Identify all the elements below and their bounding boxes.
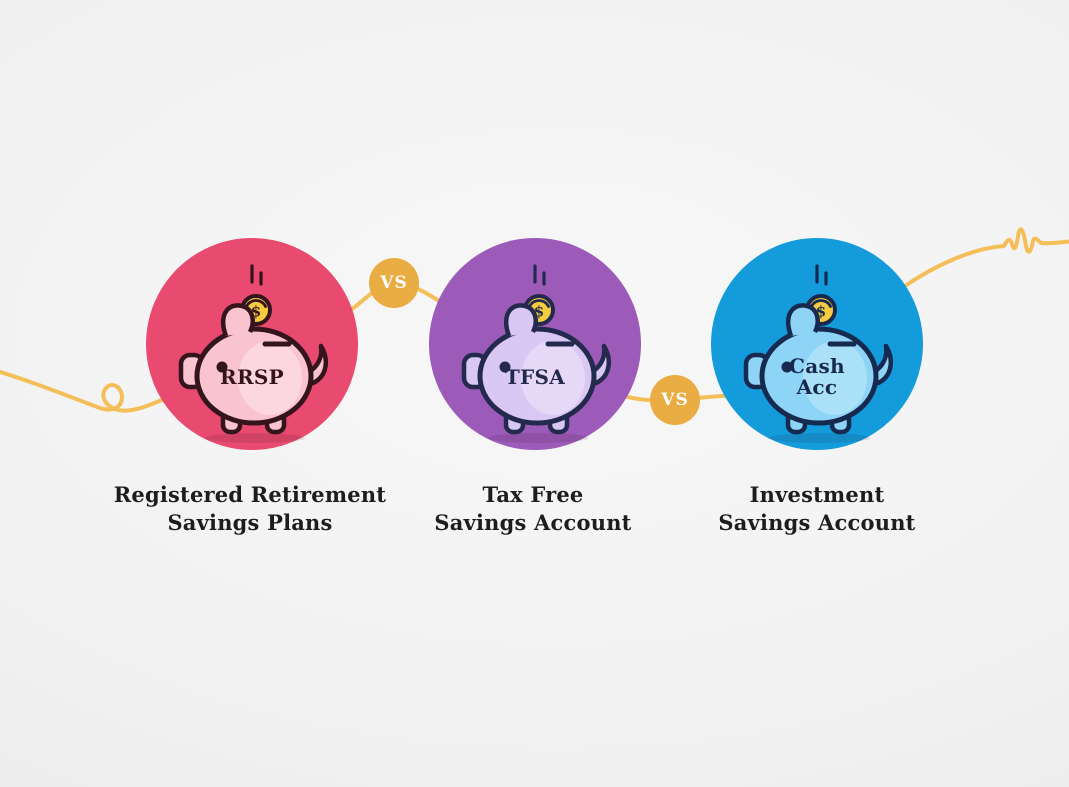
pig-ear (503, 303, 538, 337)
pig-label-rrsp: RRSP (220, 364, 284, 389)
caption-rrsp: Registered Retirement Savings Plans (113, 482, 387, 535)
coin-dollar-symbol: $ (251, 303, 261, 321)
pig-shadow (488, 433, 588, 443)
card-tfsa-circle: $ TFSA (429, 238, 641, 450)
piggy-bank-icon: $ (461, 264, 612, 443)
pig-body-highlight (803, 341, 867, 415)
wave-path (0, 227, 1069, 413)
pig-shadow (770, 433, 870, 443)
pig-eye (216, 361, 228, 373)
pig-label-tfsa: TFSA (504, 364, 566, 389)
pig-label-cash-acc: Cash Acc (789, 354, 845, 399)
pig-shadow (205, 433, 305, 443)
vs-badge-1: VS (369, 258, 419, 308)
coin-dollar-symbol: $ (816, 303, 826, 321)
pig-eye (499, 361, 511, 373)
piggy-bank-icon: $ (178, 264, 329, 443)
card-rrsp-circle: $ RRSP (146, 238, 358, 450)
coin-dollar-symbol: $ (534, 303, 544, 321)
caption-tfsa: Tax Free Savings Account (434, 482, 632, 535)
pig-body-highlight (238, 341, 302, 415)
pig-body-highlight (521, 341, 585, 415)
card-cash-account-circle: $ Cash Acc (711, 238, 923, 450)
pig-ear (220, 303, 255, 337)
pig-ear (785, 303, 820, 337)
caption-cash-account: Investment Savings Account (718, 482, 916, 535)
pig-eye (781, 361, 793, 373)
piggy-bank-icon: $ (743, 264, 894, 443)
vs-badge-2: VS (650, 375, 700, 425)
